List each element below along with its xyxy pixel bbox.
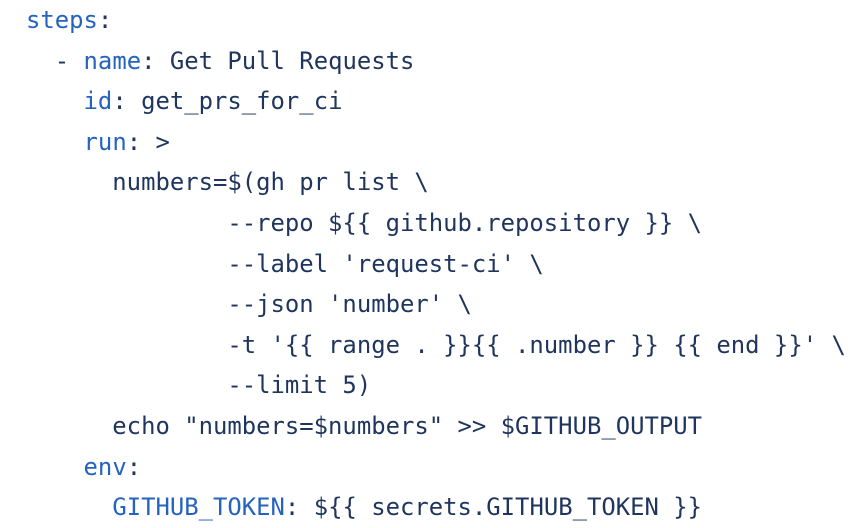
code-text: : get_prs_for_ci xyxy=(112,87,343,116)
code-line: GITHUB_TOKEN: ${{ secrets.GITHUB_TOKEN }… xyxy=(26,487,864,528)
code-text: : > xyxy=(126,127,170,156)
yaml-key: id xyxy=(83,87,113,116)
code-text xyxy=(26,493,112,521)
code-line: --repo ${{ github.repository }} \ xyxy=(26,203,864,244)
yaml-key: steps xyxy=(26,6,98,34)
code-line: --json 'number' \ xyxy=(26,284,864,325)
yaml-key: env xyxy=(83,452,127,481)
code-text: --json 'number' \ xyxy=(26,290,472,319)
code-text: echo "numbers=$numbers" >> $GITHUB_OUTPU… xyxy=(26,411,703,440)
code-text: : xyxy=(126,452,142,481)
code-text: --label 'request-ci' \ xyxy=(26,249,544,278)
code-line: numbers=$(gh pr list \ xyxy=(26,162,864,203)
code-line: steps: xyxy=(26,0,864,41)
code-text xyxy=(26,453,84,481)
yaml-key: GITHUB_TOKEN xyxy=(112,493,285,522)
code-text xyxy=(26,128,84,156)
code-text: : ${{ secrets.GITHUB_TOKEN }} xyxy=(284,493,703,522)
code-text: -t '{{ range . }}{{ .number }} {{ end }}… xyxy=(26,330,846,359)
code-line: --label 'request-ci' \ xyxy=(26,244,864,285)
code-line: -t '{{ range . }}{{ .number }} {{ end }}… xyxy=(26,325,864,366)
code-text: : Get Pull Requests xyxy=(141,46,415,75)
yaml-code: steps: - name: Get Pull Requests id: get… xyxy=(26,0,864,528)
code-text: numbers=$(gh pr list \ xyxy=(26,168,429,197)
code-line: env: xyxy=(26,447,864,488)
code-text: --repo ${{ github.repository }} \ xyxy=(26,208,703,237)
yaml-key: run xyxy=(83,127,127,156)
code-text: : xyxy=(97,6,113,34)
code-line: --limit 5) xyxy=(26,365,864,406)
code-line: run: > xyxy=(26,122,864,163)
yaml-key: name xyxy=(83,46,142,75)
code-line: - name: Get Pull Requests xyxy=(26,41,864,82)
code-text: - xyxy=(26,46,84,75)
code-text: --limit 5) xyxy=(26,371,372,400)
code-text xyxy=(26,87,84,115)
code-line: id: get_prs_for_ci xyxy=(26,81,864,122)
code-line: echo "numbers=$numbers" >> $GITHUB_OUTPU… xyxy=(26,406,864,447)
